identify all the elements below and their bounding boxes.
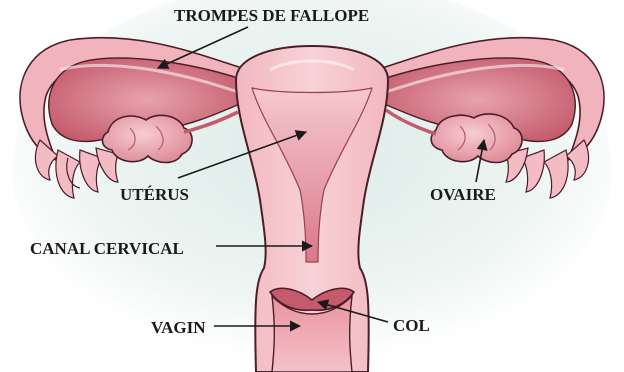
label-fallopian-tubes: TROMPES DE FALLOPE	[174, 7, 369, 24]
label-vagina: VAGIN	[151, 319, 205, 336]
label-cervical-canal: CANAL CERVICAL	[30, 240, 184, 257]
label-uterus: UTÉRUS	[120, 186, 189, 203]
label-cervix: COL	[393, 317, 430, 334]
label-ovary: OVAIRE	[430, 186, 496, 203]
